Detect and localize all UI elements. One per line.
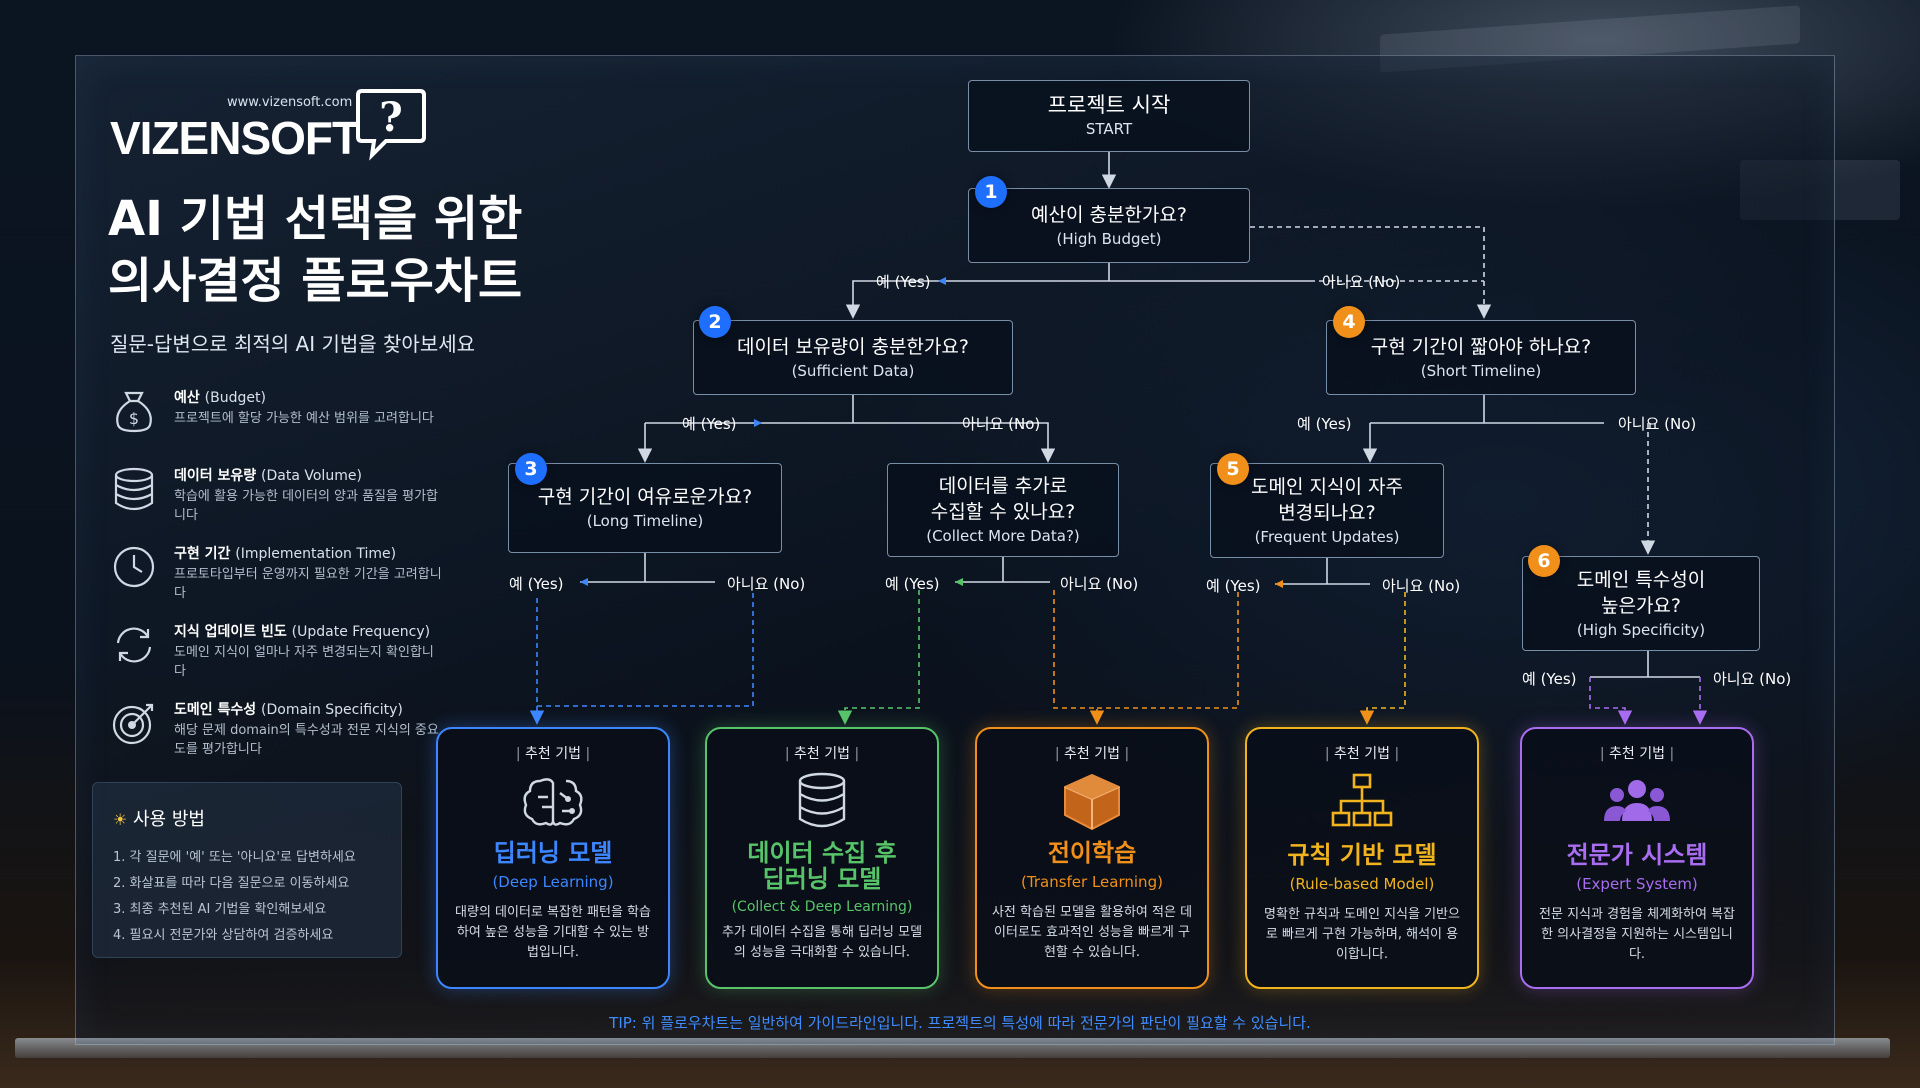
step-badge-5: 5 (1217, 453, 1249, 485)
usage-step: 3. 최종 추천된 AI 기법을 확인해보세요 (113, 902, 327, 917)
label-q2-yes: 예 (Yes) (682, 415, 737, 433)
result-card-collect-deep-learning: | 추천 기법 | 데이터 수집 후 딥러닝 모델 (Collect & Dee… (705, 727, 939, 989)
connector-q2 (645, 395, 950, 424)
label-q5-no: 아니요 (No) (1382, 577, 1461, 595)
step-badge-6: 6 (1528, 545, 1560, 577)
connector-collect-yes (837, 590, 920, 725)
connector-q5-yes (1097, 592, 1239, 709)
page-title: AI 기법 선택을 위한 의사결정 플로우차트 (108, 191, 523, 309)
label-q3-yes: 예 (Yes) (509, 575, 564, 593)
connector-q1-no-q4 (1250, 226, 1492, 319)
label-q2-no: 아니요 (No) (962, 415, 1041, 433)
usage-step: 1. 각 질문에 '예' 또는 '아니요'로 답변하세요 (113, 850, 356, 865)
connector-collect-no (1053, 590, 1105, 725)
step-badge-3: 3 (515, 453, 547, 485)
connector-collect (955, 557, 1050, 583)
criteria-item-budget: $ 예산 (Budget) 프로젝트에 할당 가능한 예산 범위를 고려합니다 (108, 385, 448, 463)
svg-text:$: $ (129, 409, 139, 428)
usage-step: 2. 화살표를 따라 다음 질문으로 이동하세요 (113, 876, 350, 891)
flow-question-high-specificity: 도메인 특수성이 높은가요? (High Specificity) (1522, 556, 1760, 651)
label-q3-no: 아니요 (No) (727, 575, 806, 593)
label-q1-no: 아니요 (No) (1322, 273, 1401, 291)
result-card-transfer-learning: | 추천 기법 | 전이학습 (Transfer Learning) 사전 학습… (975, 727, 1209, 989)
criteria-item-data-volume: 데이터 보유량 (Data Volume) 학습에 활용 가능한 데이터의 양과… (108, 463, 448, 541)
label-q1-yes: 예 (Yes) (876, 273, 931, 291)
connector-q1-yes (845, 280, 938, 319)
flow-question-budget: 예산이 충분한가요? (High Budget) (968, 188, 1250, 263)
connector-q4 (1370, 395, 1604, 424)
flow-question-collect-data: 데이터를 추가로 수집할 수 있나요? (Collect More Data?) (887, 463, 1119, 557)
criteria-item-domain-specificity: 도메인 특수성 (Domain Specificity) 해당 문제 domai… (108, 697, 448, 775)
label-q5-yes: 예 (Yes) (1206, 577, 1261, 595)
refresh-icon (116, 627, 152, 663)
criteria-item-implementation-time: 구현 기간 (Implementation Time) 프로토타입부터 운영까지… (108, 541, 448, 619)
flow-question-frequent-updates: 도메인 지식이 자주 변경되나요? (Frequent Updates) (1210, 463, 1444, 558)
label-collect-no: 아니요 (No) (1060, 575, 1139, 593)
flow-question-long-timeline: 구현 기간이 여유로운가요? (Long Timeline) (508, 463, 782, 553)
result-card-expert-system: | 추천 기법 | 전문가 시스템 (Expert System) 전문 지식과… (1520, 727, 1754, 989)
connector-q5 (1275, 558, 1370, 585)
result-card-deep-learning: | 추천 기법 | 딥러닝 모델 (Deep Learning) 대량의 데이터… (436, 727, 670, 989)
connector-q6 (1590, 651, 1700, 678)
label-q6-no: 아니요 (No) (1713, 670, 1792, 688)
step-badge-1: 1 (975, 176, 1007, 208)
label-q6-yes: 예 (Yes) (1522, 670, 1577, 688)
cube-icon (1064, 773, 1120, 831)
step-badge-2: 2 (699, 306, 731, 338)
connector-q2-no (950, 422, 1056, 463)
brand-logo-text: VIZENSOFT (110, 112, 360, 164)
clock-icon (113, 546, 155, 588)
connector-q6-yes (1589, 677, 1633, 725)
usage-step: 4. 필요시 전문가와 상담하여 검증하세요 (113, 928, 334, 943)
money-bag-icon: $ (116, 391, 152, 433)
connector-q3-no-deep (537, 593, 754, 707)
flow-question-data: 데이터 보유량이 충분한가요? (Sufficient Data) (693, 320, 1013, 395)
label-collect-yes: 예 (Yes) (885, 575, 940, 593)
criteria-list: $ 예산 (Budget) 프로젝트에 할당 가능한 예산 범위를 고려합니다 … (108, 385, 448, 775)
brand-url: www.vizensoft.com (227, 95, 353, 110)
result-card-rule-based: | 추천 기법 | 규칙 기반 모델 (Rule-based Model) 명확… (1245, 727, 1479, 989)
flow-start-node: 프로젝트 시작 START (968, 80, 1250, 152)
usage-box: ☀사용 방법 1. 각 질문에 '예' 또는 '아니요'로 답변하세요 2. 화… (92, 782, 402, 958)
page-subtitle: 질문-답변으로 최적의 AI 기법을 찾아보세요 (110, 332, 476, 356)
label-q4-no: 아니요 (No) (1618, 415, 1697, 433)
flow-question-short-timeline: 구현 기간이 짧아야 하나요? (Short Timeline) (1326, 320, 1636, 395)
usage-steps: 1. 각 질문에 '예' 또는 '아니요'로 답변하세요 2. 화살표를 따라 … (113, 845, 356, 949)
question-bubble-icon: ? (356, 89, 426, 161)
criteria-item-update-frequency: 지식 업데이트 빈도 (Update Frequency) 도메인 지식이 얼마… (108, 619, 448, 697)
brain-icon (523, 778, 583, 826)
connector-q1 (938, 263, 1310, 282)
database-icon (114, 467, 154, 511)
svg-text:?: ? (379, 94, 402, 141)
connector-q3 (580, 553, 715, 583)
tip-footer: TIP: 위 플로우차트는 일반하여 가이드라인입니다. 프로젝트의 특성에 따… (609, 1014, 1311, 1032)
label-q4-yes: 예 (Yes) (1297, 415, 1352, 433)
database-icon (798, 772, 846, 828)
glass-panel-base (15, 1038, 1890, 1058)
users-icon (1604, 780, 1670, 821)
step-badge-4: 4 (1333, 306, 1365, 338)
target-icon (112, 703, 154, 745)
lightbulb-icon: ☀ (113, 810, 128, 829)
hierarchy-icon (1331, 773, 1393, 827)
connector-q5-no (1359, 592, 1406, 725)
